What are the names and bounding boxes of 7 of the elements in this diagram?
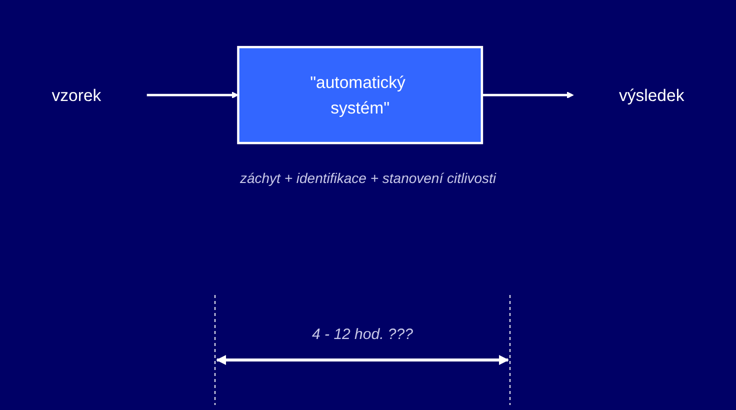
node-box: "automatický systém" [237, 46, 484, 144]
node-text: výsledek [619, 85, 684, 105]
node-caption: záchyt + identifikace + stanovení citlivosti [240, 170, 496, 186]
node-text: vzorek [52, 85, 102, 105]
arrow [146, 92, 239, 98]
arrow [482, 92, 574, 98]
dimension-label: 4 - 12 hod. ??? [311, 326, 414, 343]
